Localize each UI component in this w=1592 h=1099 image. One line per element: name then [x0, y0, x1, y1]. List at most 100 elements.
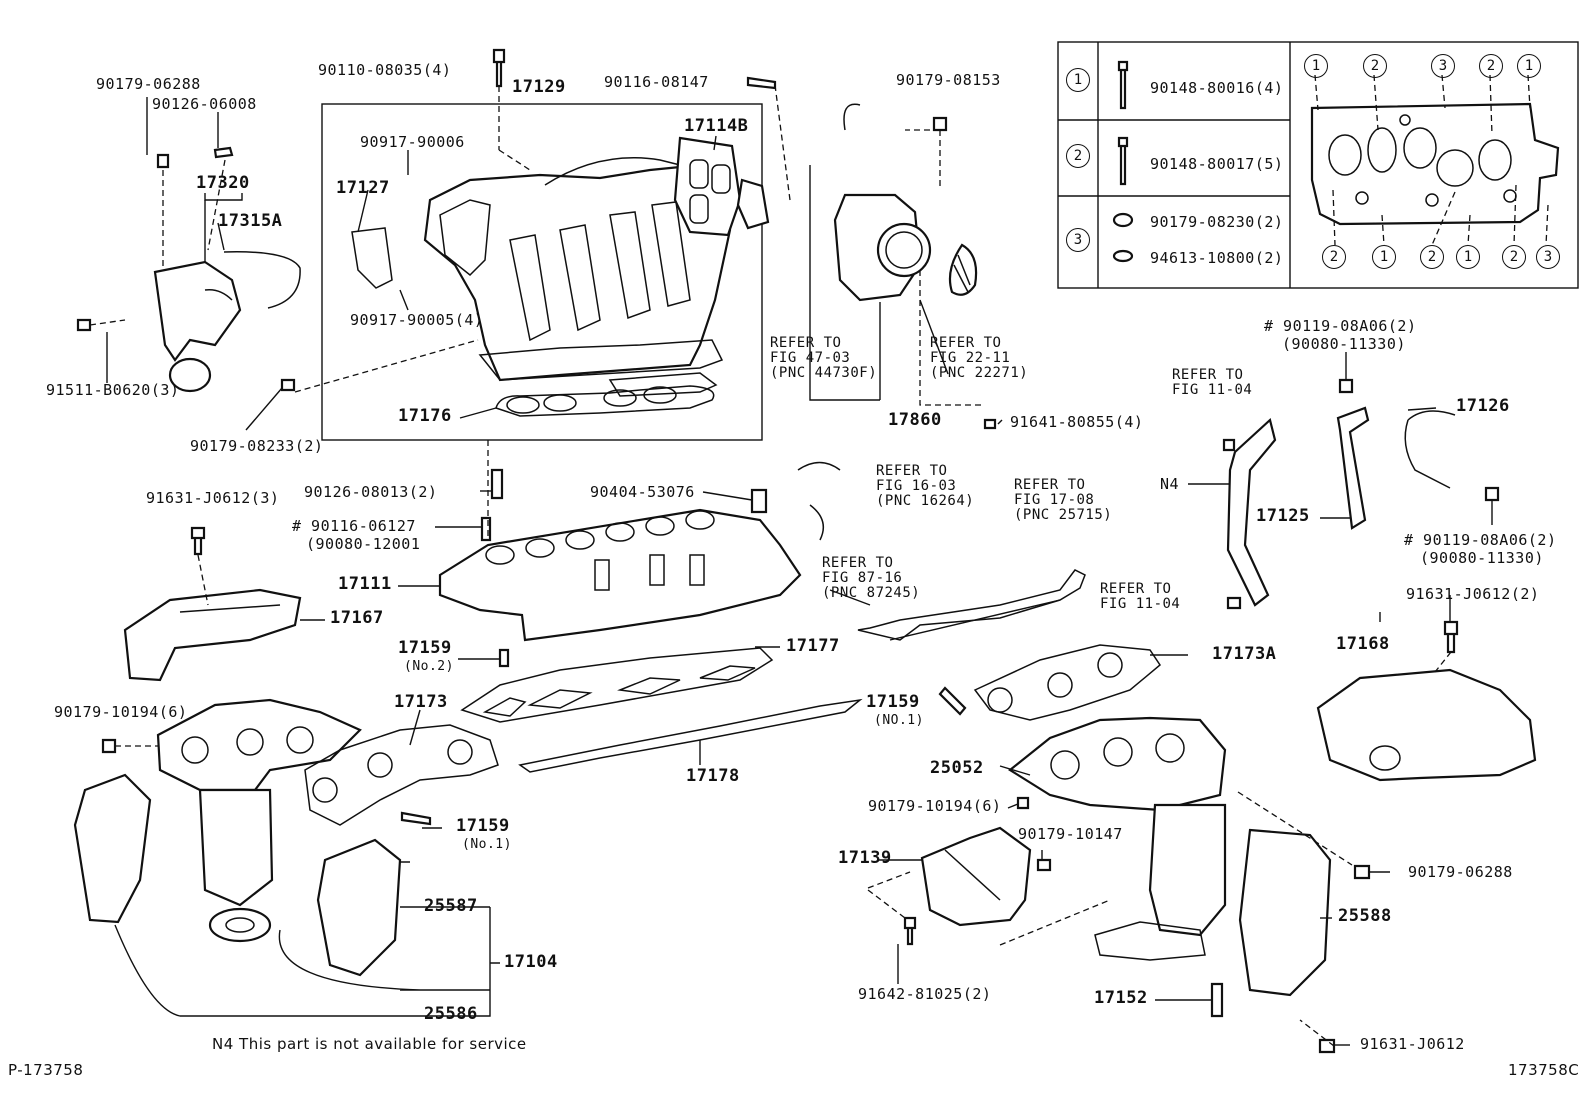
iac-valve-drawing	[153, 146, 301, 393]
label-no1-right: (NO.1)	[874, 713, 924, 728]
label-90080-12001: (90080-12001	[306, 535, 421, 553]
gasket-mark: 2	[1322, 245, 1346, 269]
upper-intake-box	[321, 103, 763, 441]
leader-lines	[106, 97, 1493, 1046]
legend-part-1: 90148-80016(4)	[1150, 79, 1284, 97]
legend-gasket-drawing	[1310, 74, 1560, 246]
label-91631-j0612-2: 91631-J0612(2)	[1406, 585, 1540, 603]
label-90179-08153: 90179-08153	[896, 71, 1001, 89]
label-91641-80855: 91641-80855(4)	[1010, 413, 1144, 431]
label-90179-10147: 90179-10147	[1018, 825, 1123, 843]
label-90116-08147: 90116-08147	[604, 73, 709, 91]
label-17315a: 17315A	[218, 211, 283, 231]
nut-90179-08153	[932, 116, 948, 132]
label-90179-08233: 90179-08233(2)	[190, 437, 324, 455]
label-17139: 17139	[838, 848, 892, 868]
intake-gaskets-drawing	[460, 647, 863, 773]
label-17159-no1-right: 17159	[866, 692, 920, 712]
label-17173a: 17173A	[1212, 644, 1277, 664]
label-90179-06288-top: 90179-06288	[96, 75, 201, 93]
heat-insulator-17139-drawing	[920, 826, 1032, 927]
label-90179-10194-right: 90179-10194(6)	[868, 797, 1002, 815]
footer-note: N4 This part is not available for servic…	[212, 1035, 527, 1053]
label-17129: 17129	[512, 77, 566, 97]
label-17177: 17177	[786, 636, 840, 656]
label-17173: 17173	[394, 692, 448, 712]
label-90917-90005: 90917-90005(4)	[350, 311, 484, 329]
label-91511-b0620: 91511-B0620(3)	[46, 381, 180, 399]
footer-left-code: P-173758	[8, 1061, 84, 1079]
gasket-mark: 3	[1536, 245, 1560, 269]
label-17126: 17126	[1456, 396, 1510, 416]
bolt-90110	[492, 48, 506, 88]
label-90080-11330-bottom: (90080-11330)	[1420, 549, 1544, 567]
label-17159-no2: 17159	[398, 638, 452, 658]
exhaust-gasket-17173-drawing	[304, 724, 499, 826]
label-17320: 17320	[196, 173, 250, 193]
exhaust-manifold-right-drawing	[1008, 716, 1332, 997]
label-25588: 25588	[1338, 906, 1392, 926]
label-17125: 17125	[1256, 506, 1310, 526]
label-90404-53076: 90404-53076	[590, 483, 695, 501]
label-91642-81025: 91642-81025(2)	[858, 985, 992, 1003]
stud-90116-08147	[746, 76, 777, 90]
label-17152: 17152	[1094, 988, 1148, 1008]
exhaust-manifold-left-drawing	[73, 698, 402, 977]
heat-insulator-17167-drawing	[123, 588, 302, 682]
gasket-mark: 1	[1456, 245, 1480, 269]
label-n4: N4	[1160, 475, 1180, 493]
gasket-mark: 2	[1363, 54, 1387, 78]
lower-intake-manifold-drawing	[438, 461, 841, 642]
heat-insulator-17168-drawing	[1316, 668, 1537, 782]
label-90119-08a06-bottom: # 90119-08A06(2)	[1404, 531, 1557, 549]
gasket-mark: 1	[1304, 54, 1328, 78]
label-91631-j0612-3: 91631-J0612(3)	[146, 489, 280, 507]
label-17167: 17167	[330, 608, 384, 628]
exhaust-gasket-17173a-drawing	[973, 644, 1161, 721]
legend-part-3a: 90179-08230(2)	[1150, 213, 1284, 231]
legend-box	[1057, 41, 1579, 289]
label-90917-90006: 90917-90006	[360, 133, 465, 151]
label-90080-11330-top: (90080-11330)	[1282, 335, 1406, 353]
gasket-mark: 2	[1479, 54, 1503, 78]
upper-intake-manifold-drawing	[351, 136, 770, 417]
gasket-mark: 1	[1372, 245, 1396, 269]
label-no1-left: (No.1)	[462, 837, 512, 852]
throttle-body-drawing	[833, 103, 978, 302]
label-90126-06008: 90126-06008	[152, 95, 257, 113]
legend-part-2: 90148-80017(5)	[1150, 155, 1284, 173]
gasket-mark: 2	[1420, 245, 1444, 269]
label-17127: 17127	[336, 178, 390, 198]
label-90116-06127: # 90116-06127	[292, 517, 416, 535]
label-17114b: 17114B	[684, 116, 749, 136]
label-90179-10194-left: 90179-10194(6)	[54, 703, 188, 721]
gasket-mark: 3	[1431, 54, 1455, 78]
label-25052: 25052	[930, 758, 984, 778]
legend-mark-3: 3	[1066, 228, 1090, 252]
brackets-drawing	[857, 406, 1456, 641]
label-17176: 17176	[398, 406, 452, 426]
label-90110-08035: 90110-08035(4)	[318, 61, 452, 79]
footer-right-code: 173758C	[1508, 1061, 1580, 1079]
legend-mark-1: 1	[1066, 68, 1090, 92]
label-25587: 25587	[424, 896, 478, 916]
label-90119-08a06-top: # 90119-08A06(2)	[1264, 317, 1417, 335]
label-17168: 17168	[1336, 634, 1390, 654]
label-91631-j0612: 91631-J0612	[1360, 1035, 1465, 1053]
label-17111: 17111	[338, 574, 392, 594]
label-90126-08013: 90126-08013(2)	[304, 483, 438, 501]
label-17860: 17860	[888, 410, 942, 430]
gasket-mark: 2	[1502, 245, 1526, 269]
label-17104: 17104	[504, 952, 558, 972]
legend-part-3b: 94613-10800(2)	[1150, 249, 1284, 267]
legend-mark-2: 2	[1066, 144, 1090, 168]
label-25586: 25586	[424, 1004, 478, 1024]
